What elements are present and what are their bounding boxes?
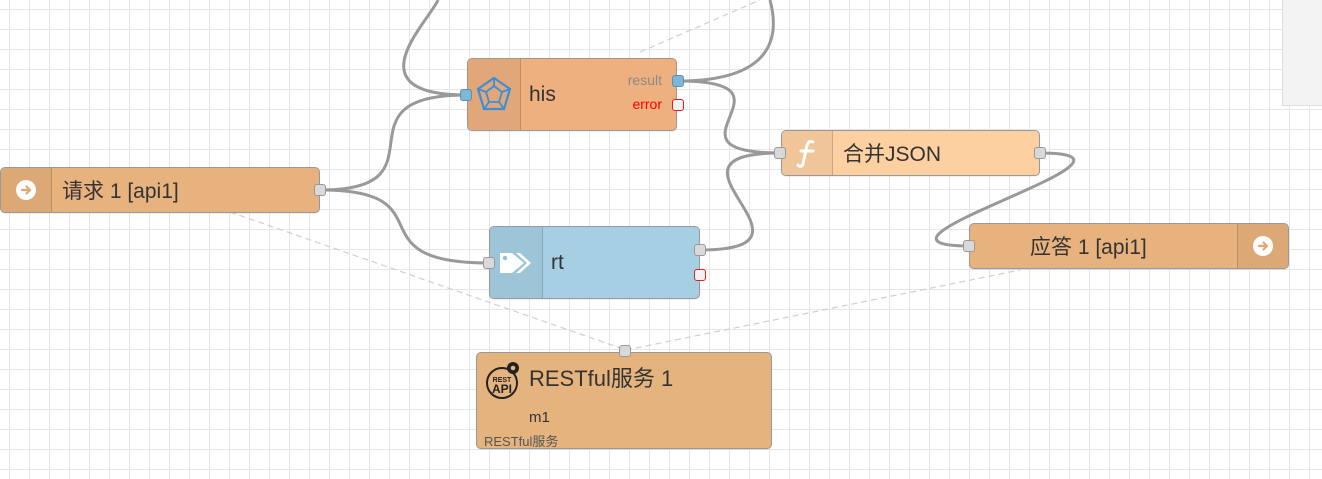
- rest-api-gear-icon: REST API: [486, 362, 519, 399]
- wire-rt-to-merge: [699, 151, 781, 252]
- wire-offscreen-to-his: [402, 0, 467, 97]
- his-label: his: [529, 82, 556, 106]
- his-node[interactable]: his result error: [467, 58, 677, 131]
- http-response-icon-area: [1237, 224, 1288, 268]
- arrow-circle-icon: [1253, 236, 1273, 256]
- restful-service-node[interactable]: REST API RESTful服务 1 m1 RESTful服务: [476, 352, 772, 449]
- restful-service-title: RESTful服务 1: [529, 366, 674, 391]
- rt-icon-area: [490, 227, 543, 298]
- wire-his-result-offscreen: [677, 0, 775, 83]
- http-in-icon-area: [1, 168, 52, 212]
- restful-service-footer: RESTful服务: [484, 434, 559, 449]
- svg-text:API: API: [492, 382, 512, 396]
- merge-json-output-port[interactable]: [1034, 147, 1046, 159]
- wire-merge-to-response: [935, 151, 1075, 248]
- rt-error-output-port[interactable]: [694, 269, 706, 281]
- function-icon: [796, 140, 815, 168]
- http-in-node[interactable]: 请求 1 [api1]: [0, 167, 320, 213]
- wire-his-result-to-merge: [677, 79, 781, 155]
- restful-service-sub-label: m1: [529, 409, 550, 426]
- merge-json-input-port[interactable]: [774, 147, 786, 159]
- tag-icon: [500, 252, 531, 273]
- http-in-label: 请求 1 [api1]: [62, 180, 179, 203]
- rt-label: rt: [551, 250, 564, 274]
- svg-text:REST: REST: [493, 377, 512, 384]
- side-panel-edge: [1282, 0, 1322, 106]
- config-link-his: [639, 0, 761, 53]
- rt-output-port[interactable]: [694, 244, 706, 256]
- his-input-port[interactable]: [460, 89, 472, 101]
- restful-service-link-port[interactable]: [619, 345, 631, 357]
- http-response-input-port[interactable]: [963, 240, 975, 252]
- rt-node[interactable]: rt: [489, 226, 700, 299]
- merge-json-node[interactable]: 合并JSON: [781, 130, 1040, 176]
- merge-icon-area: [782, 131, 833, 175]
- his-error-port-label: error: [632, 96, 662, 112]
- dodecahedron-icon: [476, 76, 512, 110]
- http-response-node[interactable]: 应答 1 [api1]: [969, 223, 1289, 269]
- http-response-label: 应答 1 [api1]: [1030, 236, 1147, 259]
- his-result-port-label: result: [627, 72, 662, 88]
- merge-json-label: 合并JSON: [843, 143, 942, 166]
- wire-http-in-to-his: [320, 93, 467, 192]
- rt-input-port[interactable]: [483, 257, 495, 269]
- wire-http-in-to-rt: [320, 188, 490, 265]
- http-in-output-port[interactable]: [314, 184, 326, 196]
- his-error-output-port[interactable]: [672, 99, 684, 111]
- arrow-circle-icon: [16, 180, 36, 200]
- config-link-http-response: [625, 269, 1021, 351]
- his-result-output-port[interactable]: [672, 75, 684, 87]
- his-icon-area: [468, 59, 521, 130]
